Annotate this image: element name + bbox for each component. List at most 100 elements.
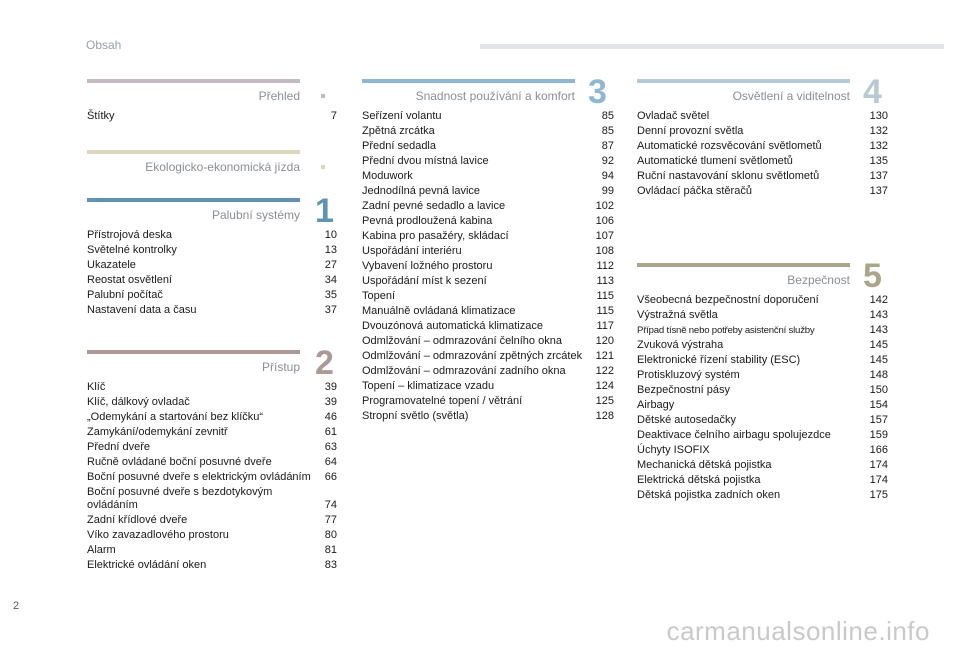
toc-entry-page: 174 <box>869 459 888 471</box>
toc-entry-label: Nastavení data a času <box>87 304 197 316</box>
toc-entry-label: Přední dvou místná lavice <box>362 155 489 167</box>
toc-entry-label: „Odemykání a startování bez klíčku“ <box>87 411 264 423</box>
toc-entry[interactable]: Stropní světlo (světla) 128 <box>362 409 614 424</box>
section-bezpecnost: 5 Bezpečnost Všeobecná bezpečnostní dopo… <box>637 259 888 503</box>
toc-entry-label: Manuálně ovládaná klimatizace <box>362 305 516 317</box>
toc-entry-page: 130 <box>869 110 888 122</box>
toc-entry[interactable]: Elektronické řízení stability (ESC)145 <box>637 353 888 368</box>
toc-entry-label: Odmlžování – odmrazování zpětných zrcáte… <box>362 350 583 362</box>
toc-entry[interactable]: Dětská pojistka zadních oken 175 <box>637 488 888 503</box>
toc-entry-label: Elektronické řízení stability (ESC) <box>637 354 801 366</box>
toc-entry-label: Vybavení ložného prostoru <box>362 260 493 272</box>
toc-entry-page: 115 <box>596 290 614 302</box>
toc-entry[interactable]: Boční posuvné dveře s bezdotykovým ovlád… <box>87 485 337 513</box>
toc-entry-label: Dvouzónová automatická klimatizace <box>362 320 543 332</box>
toc-entry-label: Přístrojová deska <box>87 229 172 241</box>
toc-entry-label: Reostat osvětlení <box>87 274 172 286</box>
toc-entry-label: Uspořádání míst k sezení <box>362 275 487 287</box>
toc-entry[interactable]: Odmlžování – odmrazování zpětných zrcáte… <box>362 349 614 364</box>
toc-entry-page: 85 <box>601 125 614 137</box>
toc-entry[interactable]: Boční posuvné dveře s elektrickým ovládá… <box>87 470 337 485</box>
section-bar <box>87 350 300 354</box>
toc-entry-label: Dětská pojistka zadních oken <box>637 489 781 501</box>
toc-entry-label: Boční posuvné dveře s elektrickým ovládá… <box>87 471 311 483</box>
toc-entry-page: 128 <box>595 410 614 422</box>
toc-entry-page: 143 <box>869 324 888 336</box>
toc-entry-label: Palubní počítač <box>87 289 163 301</box>
watermark: carmanualsonline.info <box>666 616 930 646</box>
toc-entry-label: Odmlžování – odmrazování čelního okna <box>362 335 562 347</box>
section-title: Palubní systémy <box>211 208 300 222</box>
section-bar <box>637 79 850 83</box>
toc-entry[interactable]: Případ tísně nebo potřeby asistenční slu… <box>637 323 888 338</box>
toc-entry-page: 175 <box>869 489 888 501</box>
header-bar <box>480 44 944 49</box>
section-number: 2 <box>315 344 334 382</box>
toc-entry-page: 122 <box>595 365 614 377</box>
toc-entry-label: Deaktivace čelního airbagu spolujezdce <box>637 429 831 441</box>
toc-entry[interactable]: „Odemykání a startování bez klíčku“46 <box>87 410 337 425</box>
toc-entry-page: 77 <box>324 514 337 526</box>
toc-entry-label: Airbagy <box>637 399 675 411</box>
section-bar <box>87 198 300 202</box>
toc-entry-page: 157 <box>869 414 888 426</box>
toc-entry-label: Automatické tlumení světlometů <box>637 155 793 167</box>
toc-entry-label: Ukazatele <box>87 259 136 271</box>
toc-entry-label: Stropní světlo (světla) <box>362 410 469 422</box>
